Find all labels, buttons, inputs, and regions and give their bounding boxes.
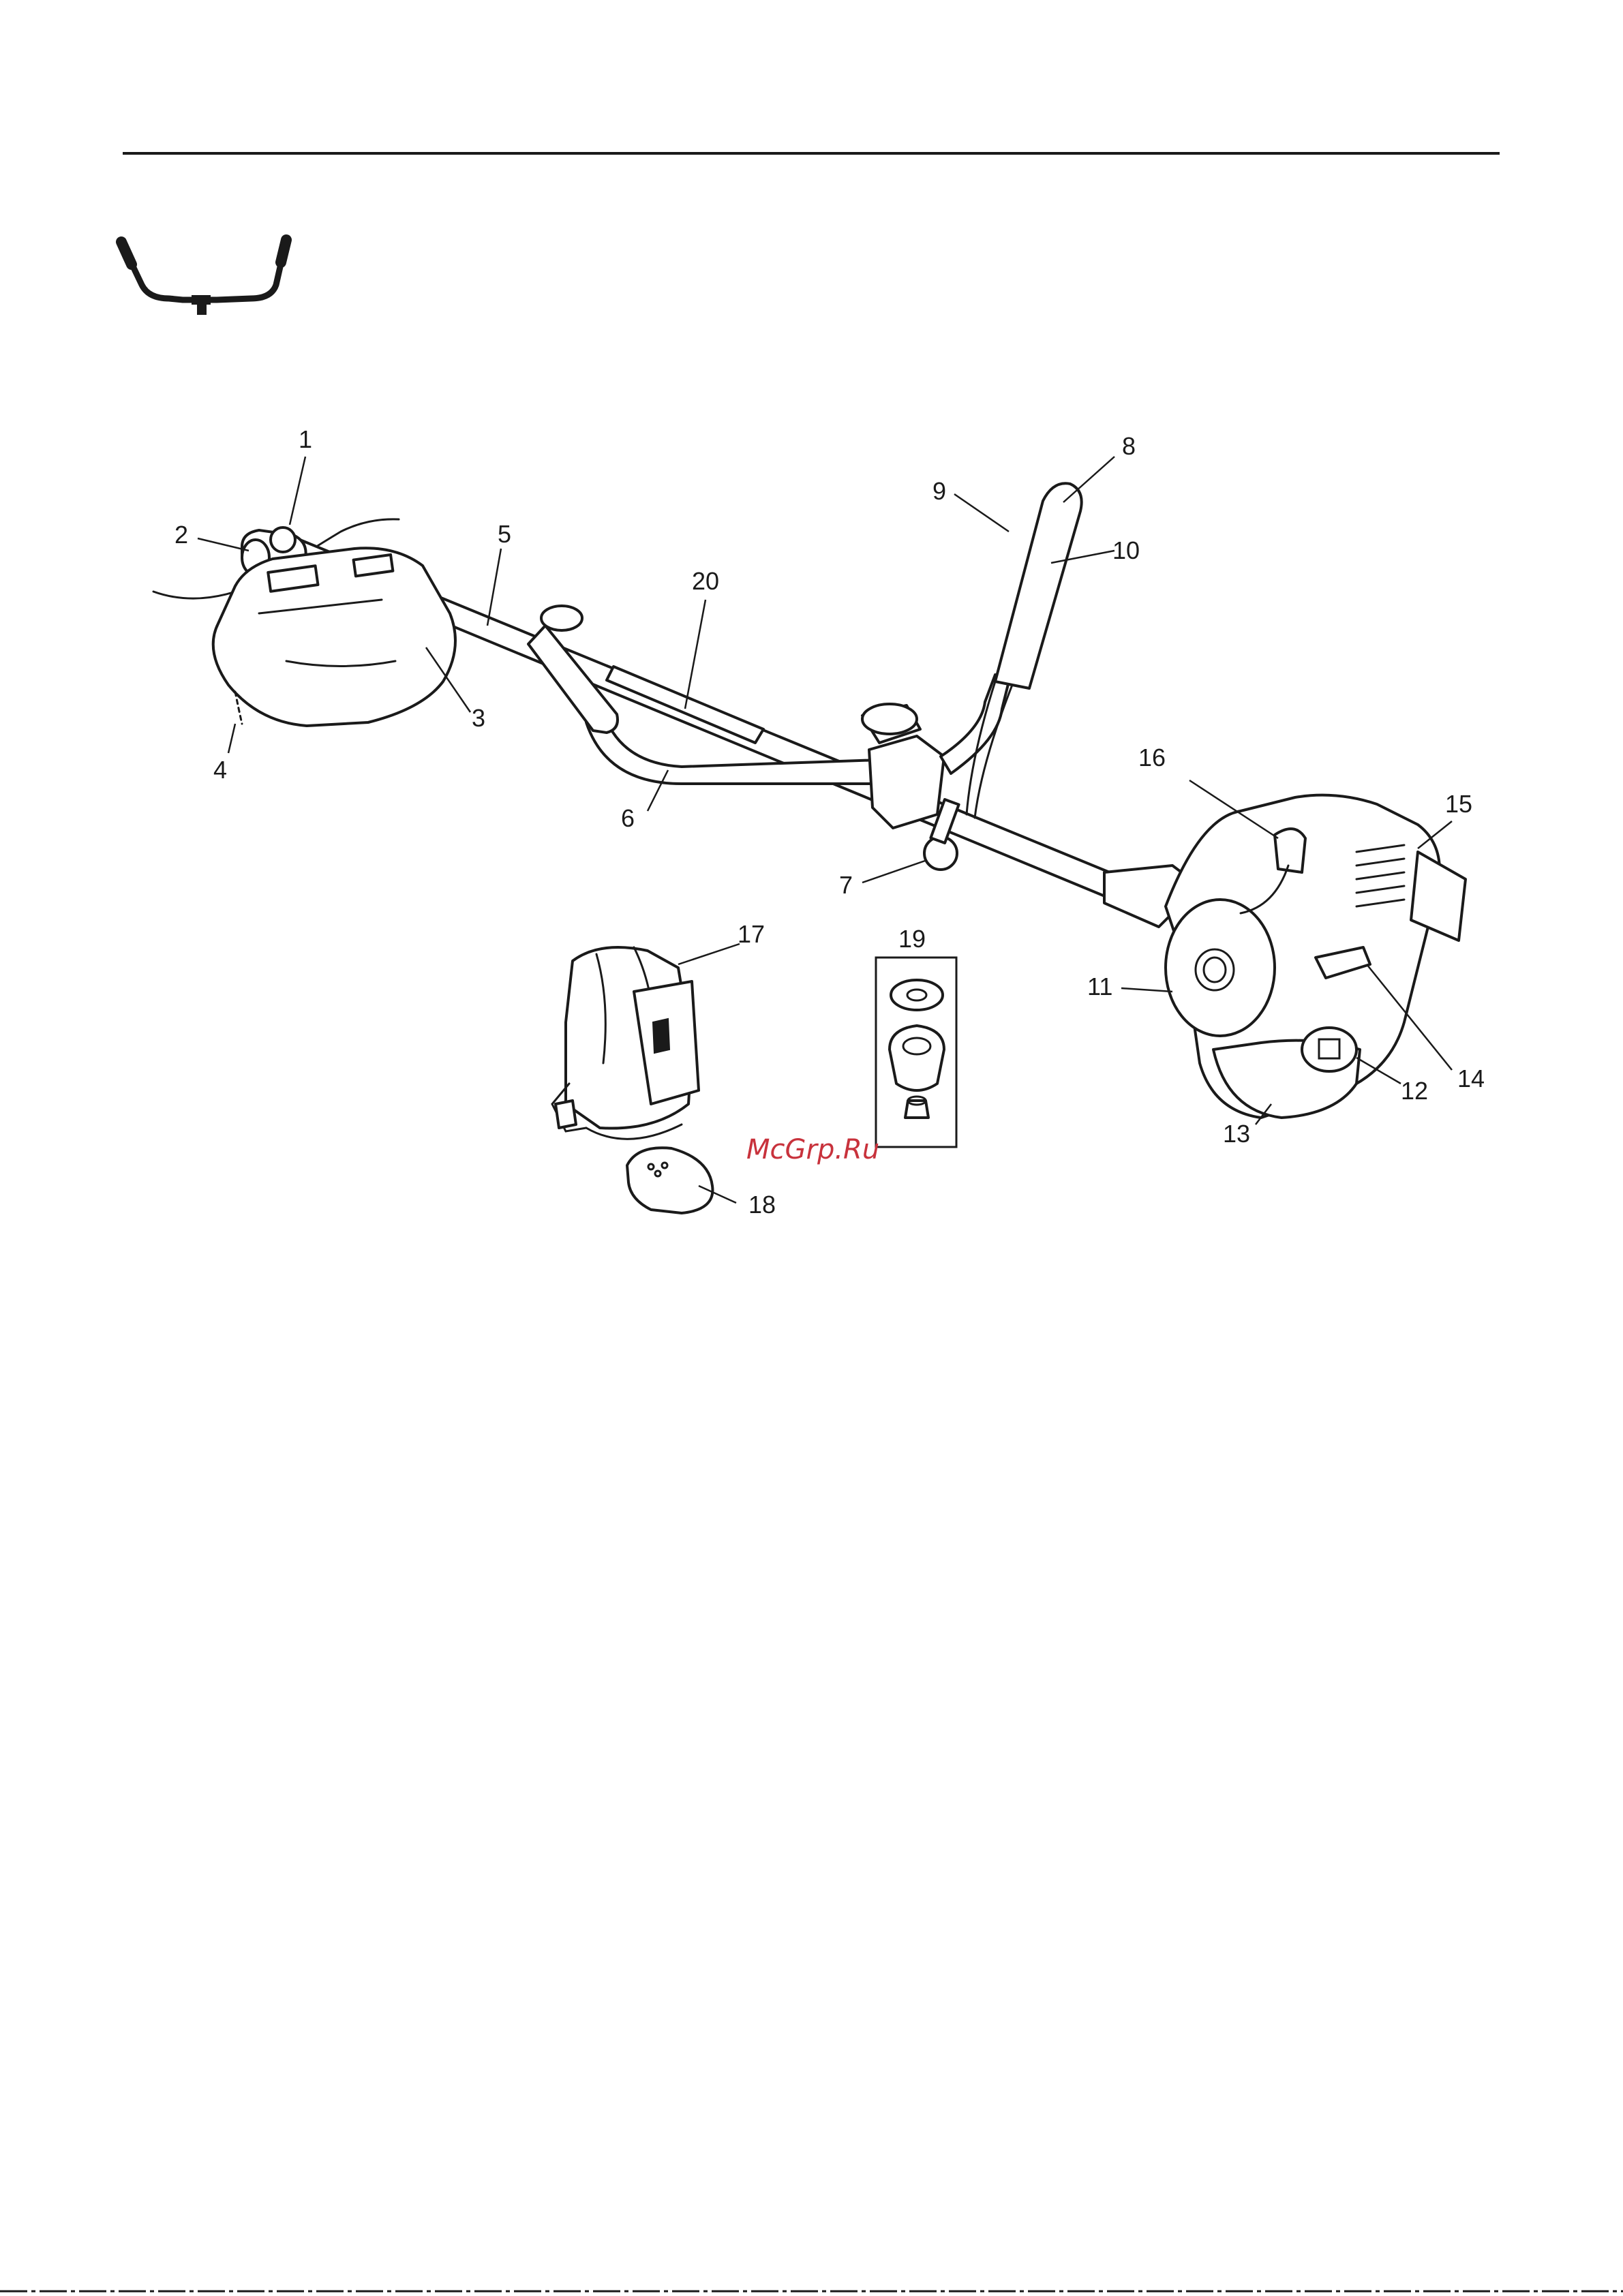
callout-9: 9 [932,477,946,505]
callout-6: 6 [621,804,635,832]
brushcutter-illustration [153,483,1466,1118]
harness-illustration [552,947,712,1213]
callout-10: 10 [1112,536,1140,564]
callout-2: 2 [175,521,188,549]
callout-15: 15 [1445,790,1472,818]
guard [213,548,455,726]
handle-clamp [862,704,944,828]
watermark: McGrp.Ru [746,1134,879,1165]
callout-1: 1 [299,425,312,453]
callout-12: 12 [1401,1077,1428,1105]
bike-handle-icon [121,240,286,315]
engine [1166,795,1466,1118]
callout-17: 17 [738,920,765,948]
callout-3: 3 [472,704,485,732]
callout-20: 20 [692,567,719,595]
accessory-kit [876,958,956,1147]
callout-16: 16 [1138,744,1166,771]
callout-7: 7 [839,871,853,899]
callout-13: 13 [1223,1120,1250,1148]
callout-14: 14 [1457,1065,1485,1092]
left-grip-end [541,606,582,630]
callout-8: 8 [1122,432,1136,460]
hip-pad [627,1148,712,1213]
callout-18: 18 [748,1191,776,1219]
callout-5: 5 [498,520,511,548]
callout-4: 4 [213,756,227,784]
right-grip [995,483,1082,688]
callout-19: 19 [898,925,926,953]
callout-11: 11 [1087,973,1112,1000]
